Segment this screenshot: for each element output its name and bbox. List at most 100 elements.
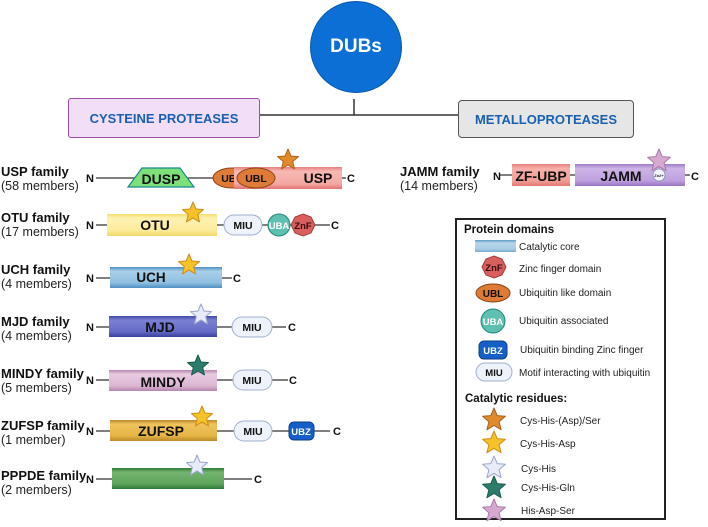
n-terminus: N bbox=[86, 273, 94, 285]
legend-badge: UBA bbox=[483, 317, 504, 328]
class-cysteine-proteases: CYSTEINE PROTEASES bbox=[68, 98, 260, 138]
legend-badge: ZnF bbox=[485, 263, 503, 274]
family-name: MINDY family bbox=[1, 366, 84, 381]
family-count: (14 members) bbox=[400, 179, 478, 193]
catalytic-core-swatch-icon bbox=[475, 240, 516, 252]
domain-label: MINDY bbox=[140, 374, 186, 390]
pppde-catalytic-core bbox=[112, 468, 224, 489]
residue-star-icon bbox=[482, 455, 506, 479]
c-terminus: C bbox=[288, 322, 296, 334]
zufsp-catalytic-core bbox=[110, 420, 217, 441]
class-label: METALLOPROTEASES bbox=[474, 111, 618, 127]
domain-label: UBA bbox=[269, 221, 290, 232]
architecture-usp: N C DUSP UBL UBL USP bbox=[86, 148, 355, 189]
legend-label: Zinc finger domain bbox=[519, 264, 601, 275]
c-terminus: C bbox=[289, 375, 297, 387]
catalytic-star-icon bbox=[190, 303, 212, 325]
family-count: (58 members) bbox=[1, 179, 79, 193]
domain-label: UCH bbox=[136, 270, 165, 285]
mjd-catalytic-core bbox=[109, 316, 217, 337]
family-count: (4 members) bbox=[1, 277, 72, 291]
residue-star-icon bbox=[482, 430, 506, 454]
class-metalloproteases: METALLOPROTEASES bbox=[458, 100, 634, 138]
family-label-pppde: PPPDE family (2 members) bbox=[1, 468, 86, 498]
residue-star-icon bbox=[482, 475, 506, 499]
residue-star-icon bbox=[482, 407, 506, 431]
legend-badge: UBZ bbox=[483, 346, 503, 357]
c-terminus: C bbox=[347, 173, 355, 185]
legend-badge: UBL bbox=[483, 289, 504, 300]
family-name: OTU family bbox=[1, 210, 70, 225]
miu-domain bbox=[231, 316, 273, 338]
legend-label: Ubiquitin associated bbox=[519, 316, 609, 327]
zinc-ion-label: Zn2+ bbox=[654, 173, 664, 178]
residue-star-icon bbox=[482, 498, 506, 522]
domain-label: DUSP bbox=[142, 171, 181, 187]
root-label: DUBs bbox=[330, 36, 382, 57]
family-name: MJD family bbox=[1, 314, 70, 329]
family-label-zufsp: ZUFSP family (1 member) bbox=[1, 418, 85, 448]
family-count: (17 members) bbox=[1, 225, 79, 239]
legend-badge: MIU bbox=[485, 368, 503, 379]
znf-icon bbox=[481, 255, 507, 279]
legend-label: Motif interacting with ubiquitin bbox=[519, 368, 650, 379]
c-terminus: C bbox=[333, 426, 341, 438]
legend-label: Catalytic core bbox=[519, 242, 580, 253]
domain-label: USP bbox=[304, 170, 333, 186]
domain-label: UBZ bbox=[291, 427, 311, 438]
znf-domain bbox=[290, 213, 316, 237]
c-terminus: C bbox=[691, 171, 699, 183]
legend-label: Cys-His bbox=[521, 464, 556, 475]
architecture-zufsp: N C ZUFSP MIU UBZ bbox=[86, 405, 341, 442]
domain-label: JAMM bbox=[600, 168, 641, 184]
domain-label: OTU bbox=[140, 217, 170, 233]
n-terminus: N bbox=[493, 171, 501, 183]
legend-label: Cys-His-(Asp)/Ser bbox=[520, 416, 601, 427]
architecture-uch: N C UCH bbox=[86, 253, 241, 288]
architecture-otu: N C OTU MIU UBA ZnF bbox=[86, 201, 339, 237]
uba-domain bbox=[267, 213, 291, 237]
legend-label: Cys-His-Asp bbox=[520, 439, 576, 450]
legend-label: Ubiquitin like domain bbox=[519, 288, 611, 299]
domain-label: MIU bbox=[243, 426, 262, 438]
miu-domain bbox=[232, 369, 273, 391]
family-label-uch: UCH family (4 members) bbox=[1, 262, 72, 292]
family-count: (4 members) bbox=[1, 329, 72, 343]
n-terminus: N bbox=[86, 322, 94, 334]
family-label-jamm: JAMM family (14 members) bbox=[400, 164, 479, 194]
n-terminus: N bbox=[86, 426, 94, 438]
family-name: ZUFSP family bbox=[1, 418, 85, 433]
n-terminus: N bbox=[86, 220, 94, 232]
miu-domain bbox=[223, 214, 263, 236]
ubz-domain bbox=[288, 421, 315, 441]
legend-label: His-Asp-Ser bbox=[521, 506, 576, 517]
ubl-icon bbox=[475, 283, 511, 303]
catalytic-star-icon bbox=[186, 454, 208, 476]
architecture-pppde: N C bbox=[86, 454, 262, 489]
zinc-ion-icon bbox=[652, 168, 666, 182]
root-node: DUBs bbox=[310, 1, 402, 93]
domain-label: ZF-UBP bbox=[515, 168, 566, 184]
c-terminus: C bbox=[233, 273, 241, 285]
miu-domain bbox=[233, 420, 273, 442]
architecture-mjd: N C MJD MIU bbox=[86, 303, 296, 338]
domain-label: ZnF bbox=[294, 221, 312, 232]
n-terminus: N bbox=[86, 375, 94, 387]
dusp-domain bbox=[126, 167, 196, 188]
catalytic-star-icon bbox=[178, 253, 200, 275]
class-label: CYSTEINE PROTEASES bbox=[89, 110, 239, 126]
zf-ubp-domain bbox=[512, 164, 570, 186]
legend-label: Cys-His-Gln bbox=[521, 483, 575, 494]
ubz-icon bbox=[478, 340, 508, 360]
miu-icon bbox=[475, 362, 513, 382]
family-name: UCH family bbox=[1, 262, 71, 277]
architecture-jamm: N C ZF-UBP JAMM Zn2+ bbox=[493, 148, 699, 186]
n-terminus: N bbox=[86, 474, 94, 486]
family-name: PPPDE family bbox=[1, 468, 87, 483]
family-label-mjd: MJD family (4 members) bbox=[1, 314, 72, 344]
family-count: (5 members) bbox=[1, 381, 72, 395]
family-label-usp: USP family (58 members) bbox=[1, 164, 79, 194]
residues-title: Catalytic residues: bbox=[465, 393, 567, 405]
legend-title: Protein domains bbox=[464, 224, 554, 236]
